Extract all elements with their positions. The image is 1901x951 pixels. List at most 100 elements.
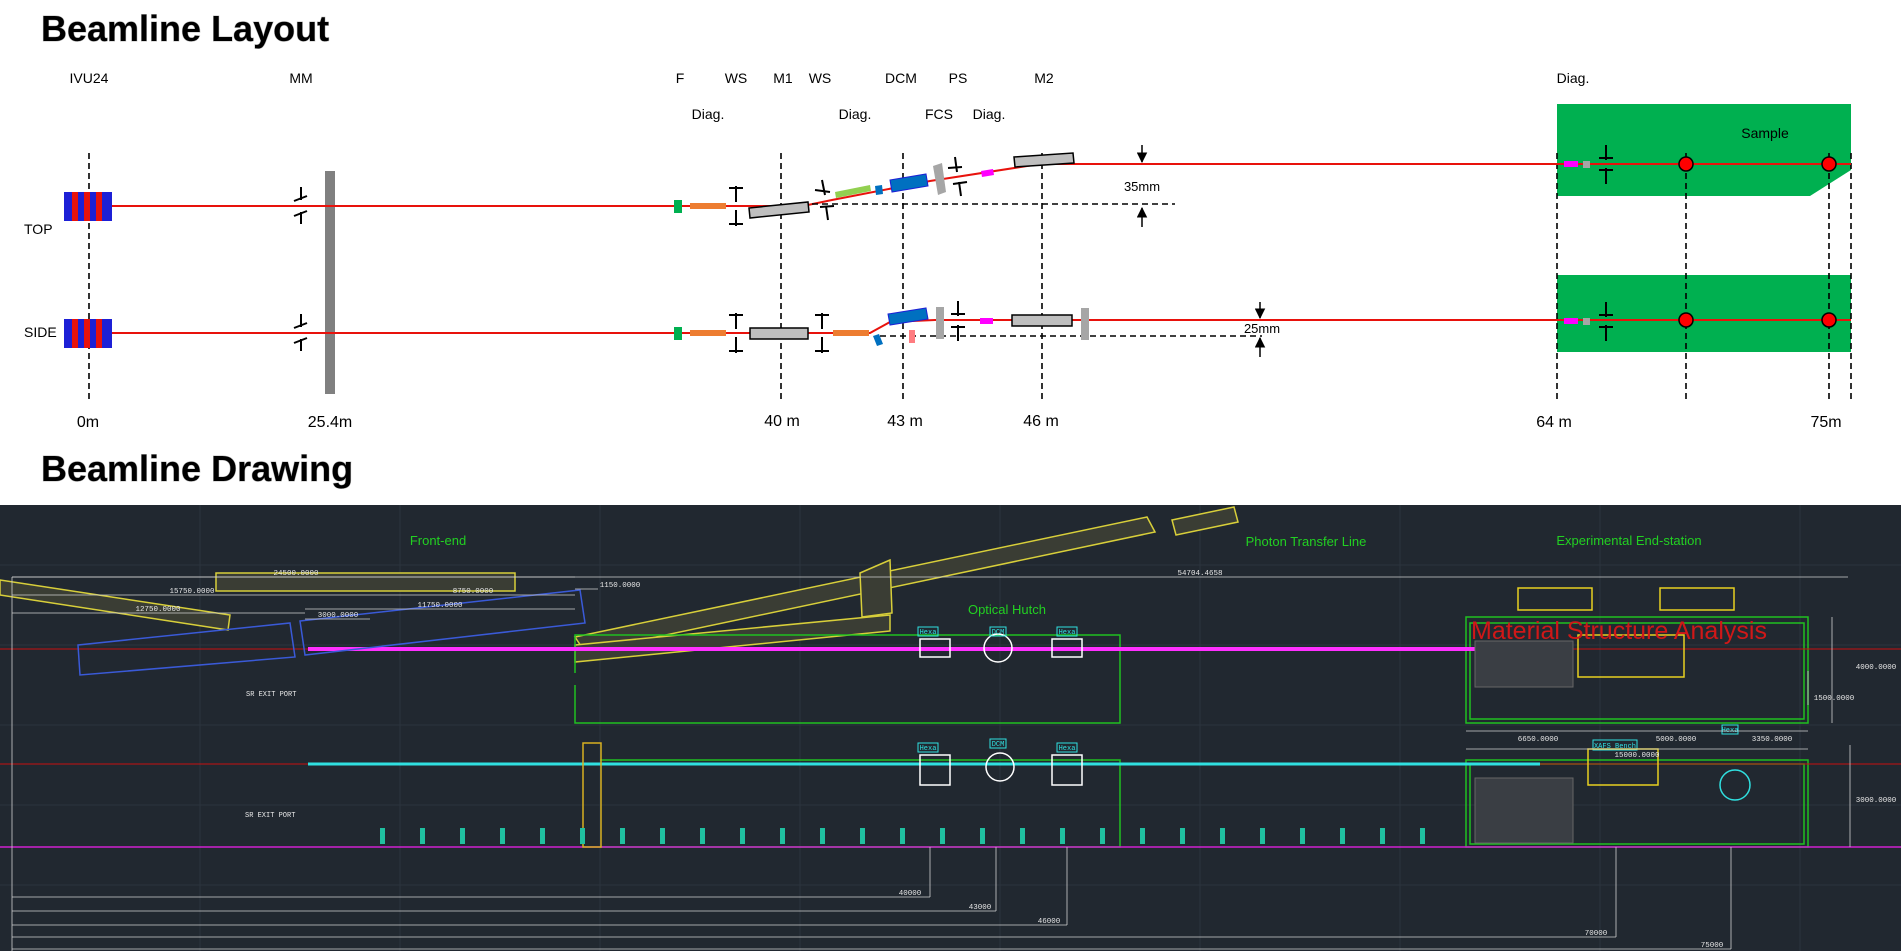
sample-point-1-top	[1678, 156, 1694, 172]
layout-title: Beamline Layout	[41, 8, 329, 49]
slit-end-top	[1599, 145, 1613, 184]
support-stand	[460, 828, 465, 844]
mm-mask	[325, 171, 335, 394]
dim-1150: 1150.0000	[600, 582, 641, 590]
dim-11750: 11750.0000	[417, 602, 463, 610]
support-stand	[1380, 828, 1385, 844]
label-dcm: DCM	[885, 70, 917, 86]
undulator-top	[64, 192, 112, 221]
dim-8750: 8750.0000	[453, 588, 494, 596]
support-stand	[660, 828, 665, 844]
diag-3-side	[980, 318, 993, 324]
label-m2: M2	[1034, 70, 1054, 86]
sample-point-2-top	[1821, 156, 1837, 172]
position-25m: 25.4m	[308, 414, 352, 431]
position-0m: 0m	[77, 414, 99, 431]
section-endstation: Experimental End-station	[1556, 533, 1701, 548]
port-label-top: SR EXIT PORT	[246, 691, 296, 699]
label-diag-2: Diag.	[839, 106, 872, 122]
cad-drawing: Front-end Optical Hutch Photon Transfer …	[0, 505, 1901, 951]
undulator-side	[64, 319, 112, 348]
endstation-hutch-top	[1557, 104, 1851, 196]
slit-ps-side	[951, 301, 965, 341]
support-stand	[1340, 828, 1345, 844]
dim-15750: 15750.0000	[169, 588, 215, 596]
dim-3000: 3000.0000	[318, 612, 359, 620]
top-view: 35mm	[64, 145, 1851, 227]
beamline-layout: Beamline Layout IVU24 MM F WS M1 WS DCM …	[24, 8, 1852, 490]
ps-2-side	[1081, 308, 1089, 340]
diag-end-top	[1564, 161, 1578, 167]
dcm-top	[889, 173, 929, 193]
optics-components	[582, 633, 1083, 848]
label-fcs: FCS	[925, 106, 953, 122]
support-stand	[1300, 828, 1305, 844]
dim-3000-right: 3000.0000	[1856, 797, 1897, 805]
label-diag-3: Diag.	[973, 106, 1006, 122]
support-stand	[380, 828, 385, 844]
support-stand	[1420, 828, 1425, 844]
port-label-side: SR EXIT PORT	[245, 812, 295, 820]
dim-5000: 5000.0000	[1656, 736, 1697, 744]
row-label-side: SIDE	[24, 324, 57, 340]
mirror-m1-top	[748, 201, 810, 219]
tag-hexa-3: Hexa	[920, 745, 937, 753]
support-stand	[420, 828, 425, 844]
slit-end-side	[1599, 302, 1613, 341]
mirror-m2-top	[1013, 152, 1075, 168]
support-stand	[740, 828, 745, 844]
support-stand	[1220, 828, 1225, 844]
diag-2-top	[835, 185, 871, 198]
fcs-top	[875, 185, 883, 195]
front-end-components	[77, 589, 586, 676]
label-ws-2: WS	[809, 70, 832, 86]
slit-ws2-side	[815, 313, 829, 353]
support-stand	[580, 828, 585, 844]
dim-75000: 75000	[1701, 942, 1724, 950]
label-diag-end: Diag.	[1557, 70, 1590, 86]
support-stand	[900, 828, 905, 844]
cad-drawing-panel: Front-end Optical Hutch Photon Transfer …	[0, 505, 1901, 951]
hatch-area-side	[1474, 777, 1574, 844]
support-stand	[1180, 828, 1185, 844]
dimension-lines	[11, 576, 1851, 951]
support-stands	[380, 828, 1425, 844]
label-diag-1: Diag.	[692, 106, 725, 122]
ps-top	[933, 163, 946, 195]
label-ivu24: IVU24	[70, 70, 109, 86]
support-stand	[860, 828, 865, 844]
support-stand	[1060, 828, 1065, 844]
slit-mm-top	[293, 187, 308, 224]
offset-label-top: 35mm	[1124, 179, 1160, 194]
filter-top	[674, 200, 682, 213]
support-stand	[1020, 828, 1025, 844]
ps-side	[936, 307, 944, 339]
dim-43000: 43000	[969, 904, 992, 912]
support-stand	[500, 828, 505, 844]
dim-6650: 6650.0000	[1518, 736, 1559, 744]
side-view: 25mm	[64, 301, 1851, 357]
section-optical-hutch: Optical Hutch	[968, 602, 1046, 617]
dim-70000: 70000	[1585, 930, 1608, 938]
dim-12750: 12750.0000	[135, 606, 181, 614]
label-ps: PS	[949, 70, 968, 86]
dim-3350: 3350.0000	[1752, 736, 1793, 744]
label-ws-1: WS	[725, 70, 748, 86]
fcs-side	[873, 334, 883, 346]
position-64m: 64 m	[1536, 414, 1572, 431]
dim-24500: 24500.0000	[273, 570, 319, 578]
offset-label-side: 25mm	[1244, 321, 1280, 336]
mirror-m1-side	[749, 327, 809, 340]
slit-ws2-top	[814, 179, 835, 221]
sample-point-2-side	[1821, 312, 1837, 328]
support-stand	[540, 828, 545, 844]
position-75m: 75m	[1810, 414, 1841, 431]
diag-end-side	[1564, 318, 1578, 324]
tag-hexa-2: Hexa	[1059, 629, 1076, 637]
fcs-2-side	[909, 330, 915, 343]
slit-ps-top	[947, 156, 968, 197]
mirror-m2-side	[1011, 314, 1073, 327]
support-stand	[780, 828, 785, 844]
support-stand	[980, 828, 985, 844]
support-stand	[1140, 828, 1145, 844]
